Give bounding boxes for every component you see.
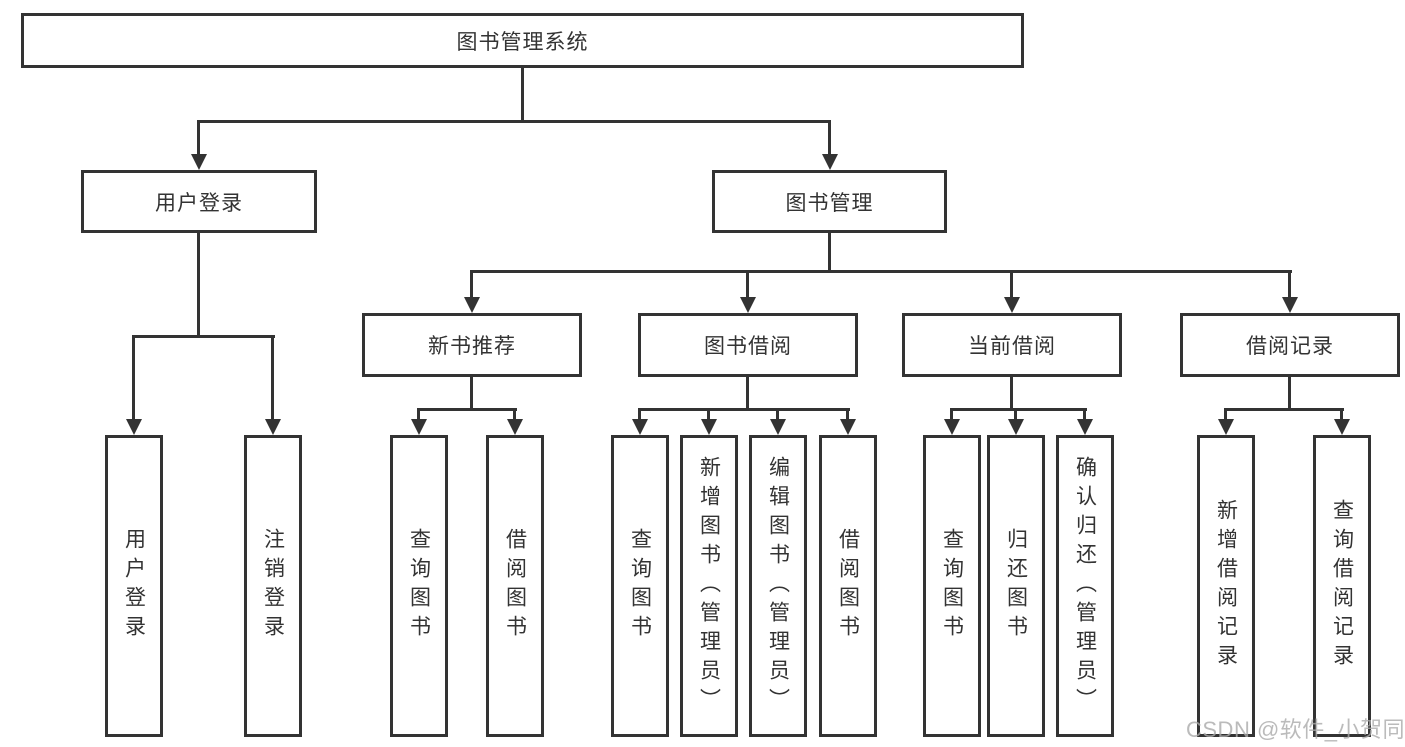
connector-stem xyxy=(1224,408,1227,421)
connector-new-rec-hline xyxy=(417,408,517,411)
connector-stem-book-mgmt xyxy=(828,120,831,156)
node-label: 新增图书（管理员） xyxy=(697,455,721,717)
node-leaf-rec-query-book: 查询图书 xyxy=(390,435,448,737)
connector-stem xyxy=(846,408,849,421)
node-leaf-logout: 注销登录 xyxy=(244,435,302,737)
arrowhead xyxy=(1077,419,1093,435)
node-book-borrow: 图书借阅 xyxy=(638,313,858,377)
arrowhead-book-mgmt xyxy=(822,154,838,170)
connector-stem-new-rec xyxy=(470,270,473,299)
connector-stem xyxy=(776,408,779,421)
connector-book-borrow-stub xyxy=(746,377,749,408)
node-leaf-add-borrow-record: 新增借阅记录 xyxy=(1197,435,1255,737)
arrowhead-new-rec xyxy=(464,297,480,313)
node-current-borrow: 当前借阅 xyxy=(902,313,1122,377)
node-label: 图书管理系统 xyxy=(456,30,589,54)
node-label: 用户登录 xyxy=(155,191,243,215)
csdn-watermark: CSDN @软件_小贺同学 xyxy=(1186,717,1405,742)
node-leaf-bb-borrow-book: 借阅图书 xyxy=(819,435,877,737)
node-leaf-rec-borrow-book: 借阅图书 xyxy=(486,435,544,737)
connector-stem xyxy=(707,408,710,421)
connector-user-login-stub xyxy=(197,233,200,335)
connector-stem xyxy=(417,408,420,421)
connector-current-borrow-hline xyxy=(950,408,1087,411)
arrowhead xyxy=(944,419,960,435)
node-label: 归还图书 xyxy=(1004,528,1028,644)
arrowhead-user-login xyxy=(191,154,207,170)
node-label: 查询图书 xyxy=(628,528,652,644)
node-leaf-cb-query-book: 查询图书 xyxy=(923,435,981,737)
node-leaf-user-login: 用户登录 xyxy=(105,435,163,737)
connector-stem-book-borrow xyxy=(746,270,749,299)
arrowhead-current-borrow xyxy=(1004,297,1020,313)
connector-borrow-records-stub xyxy=(1288,377,1291,408)
arrowhead xyxy=(632,419,648,435)
node-label: 注销登录 xyxy=(261,528,285,644)
arrowhead-leaf-logout xyxy=(265,419,281,435)
node-book-management: 图书管理 xyxy=(712,170,947,233)
arrowhead xyxy=(840,419,856,435)
connector-stem xyxy=(1083,408,1086,421)
node-leaf-cb-confirm-return-admin: 确认归还（管理员） xyxy=(1056,435,1114,737)
node-label: 用户登录 xyxy=(122,528,146,644)
arrowhead xyxy=(507,419,523,435)
node-borrow-records: 借阅记录 xyxy=(1180,313,1400,377)
connector-book-borrow-hline xyxy=(638,408,850,411)
arrowhead xyxy=(1334,419,1350,435)
node-label: 图书管理 xyxy=(785,191,874,215)
node-label: 查询借阅记录 xyxy=(1330,499,1354,673)
arrowhead xyxy=(1218,419,1234,435)
node-leaf-query-borrow-record: 查询借阅记录 xyxy=(1313,435,1371,737)
connector-stem xyxy=(1014,408,1017,421)
connector-book-mgmt-stub xyxy=(828,233,831,270)
node-label: 查询图书 xyxy=(407,528,431,644)
connector-stem xyxy=(1340,408,1343,421)
connector-stem-current-borrow xyxy=(1010,270,1013,299)
connector-user-login-hline xyxy=(132,335,275,338)
connector-root-stub xyxy=(521,68,524,120)
node-leaf-bb-add-book-admin: 新增图书（管理员） xyxy=(680,435,738,737)
node-label: 借阅记录 xyxy=(1246,335,1334,358)
node-label: 查询图书 xyxy=(940,528,964,644)
node-leaf-cb-return-book: 归还图书 xyxy=(987,435,1045,737)
arrowhead xyxy=(1008,419,1024,435)
node-label: 新增借阅记录 xyxy=(1214,499,1238,673)
node-label: 编辑图书（管理员） xyxy=(766,455,790,717)
connector-book-mgmt-hline xyxy=(470,270,1292,273)
node-label: 确认归还（管理员） xyxy=(1073,455,1097,717)
arrowhead xyxy=(770,419,786,435)
connector-stem xyxy=(513,408,516,421)
node-user-login: 用户登录 xyxy=(81,170,317,233)
connector-stem-user-login xyxy=(197,120,200,156)
connector-root-hline xyxy=(197,120,831,123)
node-label: 借阅图书 xyxy=(503,528,527,644)
arrowhead-book-borrow xyxy=(740,297,756,313)
node-label: 借阅图书 xyxy=(836,528,860,644)
connector-stem-leaf-login xyxy=(132,335,135,419)
connector-stem-borrow-records xyxy=(1288,270,1291,299)
node-label: 当前借阅 xyxy=(968,335,1056,358)
connector-stem-leaf-logout xyxy=(271,335,274,419)
node-leaf-bb-edit-book-admin: 编辑图书（管理员） xyxy=(749,435,807,737)
arrowhead xyxy=(701,419,717,435)
connector-stem xyxy=(638,408,641,421)
connector-new-rec-stub xyxy=(470,377,473,408)
arrowhead-leaf-login xyxy=(126,419,142,435)
arrowhead xyxy=(411,419,427,435)
node-library-management-system: 图书管理系统 xyxy=(21,13,1024,68)
connector-current-borrow-stub xyxy=(1010,377,1013,408)
node-label: 新书推荐 xyxy=(428,335,516,358)
arrowhead-borrow-records xyxy=(1282,297,1298,313)
connector-borrow-records-hline xyxy=(1224,408,1344,411)
node-label: 图书借阅 xyxy=(704,335,792,358)
connector-stem xyxy=(950,408,953,421)
node-leaf-bb-query-book: 查询图书 xyxy=(611,435,669,737)
node-new-book-recommend: 新书推荐 xyxy=(362,313,582,377)
